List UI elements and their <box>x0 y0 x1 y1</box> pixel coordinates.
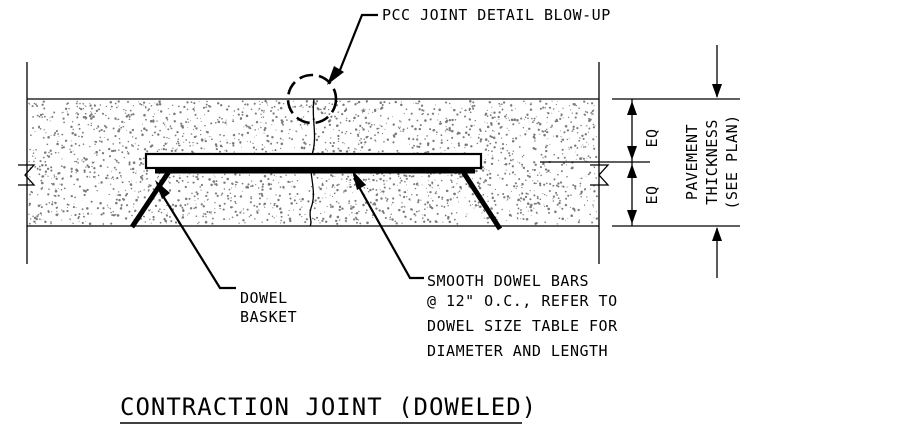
bars-callout-line-4: DIAMETER AND LENGTH <box>427 342 608 360</box>
joint-crack-line <box>309 98 316 227</box>
dim-arrow-thickness-bottom <box>712 227 722 241</box>
basket-callout-line-1: DOWEL <box>240 289 288 307</box>
dim-arrow-eq-top-down <box>627 146 637 160</box>
dimension-lines <box>540 45 740 278</box>
dim-thickness-label-2: THICKNESS <box>703 119 721 205</box>
basket-callout-line-2: BASKET <box>240 308 297 326</box>
dim-thickness-label-3: (SEE PLAN) <box>723 114 741 209</box>
blowup-callout: PCC JOINT DETAIL BLOW-UP <box>382 6 611 24</box>
blowup-arrowhead <box>327 66 344 85</box>
basket-right-leg <box>459 168 503 231</box>
basket-left-leg <box>129 168 173 229</box>
left-break-symbol <box>18 164 36 186</box>
bars-callout-line-1: SMOOTH DOWEL BARS <box>427 272 589 290</box>
basket-leader <box>157 187 236 290</box>
dowel-bar <box>144 152 483 170</box>
dim-thickness-label-1: PAVEMENT <box>683 124 701 200</box>
dim-arrow-eq-bottom-down <box>627 210 637 224</box>
dim-arrow-eq-top-up <box>627 101 637 115</box>
bars-callout-line-3: DOWEL SIZE TABLE FOR <box>427 317 618 335</box>
basket-arrowhead <box>155 180 170 199</box>
dowel-basket <box>129 168 503 231</box>
bars-leader <box>353 177 424 280</box>
right-break-symbol <box>590 164 610 186</box>
concrete-slab <box>18 62 610 264</box>
dim-eq-top-label: EQ <box>643 128 661 147</box>
dim-arrow-thickness-top <box>712 84 722 98</box>
bars-callout-line-2: @ 12" O.C., REFER TO <box>427 292 618 310</box>
detail-title: CONTRACTION JOINT (DOWELED) <box>120 393 537 421</box>
dim-eq-bottom-label: EQ <box>643 185 661 204</box>
blowup-leader <box>336 13 378 76</box>
dim-arrow-eq-bottom-up <box>627 164 637 178</box>
bars-arrowhead <box>352 170 366 190</box>
blowup-circle <box>286 73 338 125</box>
